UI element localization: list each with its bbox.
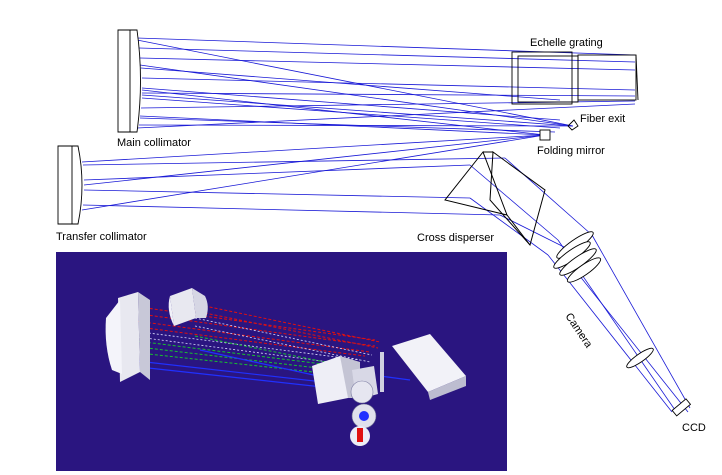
label-folding-mirror: Folding mirror	[537, 145, 605, 157]
transfer-collimator-mirror	[57, 145, 83, 225]
render-transfer-collimator	[168, 288, 208, 326]
cross-disperser-prisms	[444, 150, 546, 247]
render-red-rays	[124, 302, 381, 357]
render-inset	[56, 252, 507, 471]
render-main-collimator	[105, 292, 150, 382]
label-echelle-grating: Echelle grating	[530, 37, 603, 49]
label-fiber-exit: Fiber exit	[580, 113, 625, 125]
camera-lenses	[553, 231, 654, 369]
ccd-detector	[671, 398, 692, 417]
folding-mirror	[539, 129, 551, 141]
render-camera-wedge	[392, 334, 466, 400]
label-cross-disperser: Cross disperser	[417, 232, 494, 244]
render-white-rays	[124, 317, 373, 367]
main-collimator-mirror	[117, 29, 141, 133]
label-main-collimator: Main collimator	[117, 137, 191, 149]
fiber-exit	[567, 119, 579, 131]
render-lens-assembly	[350, 380, 377, 446]
label-transfer-collimator: Transfer collimator	[56, 231, 147, 243]
optical-rays	[81, 37, 691, 413]
label-camera: Camera	[563, 311, 595, 351]
echelle-grating	[511, 51, 639, 105]
label-ccd: CCD	[682, 422, 706, 434]
